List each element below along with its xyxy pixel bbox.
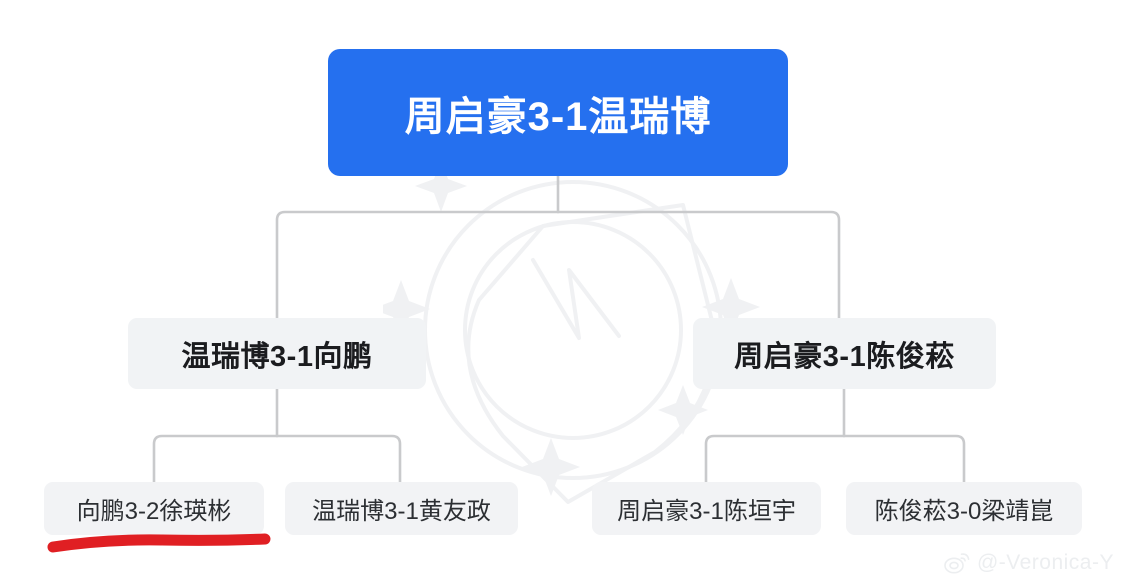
quarterfinal-4-label: 陈俊菘3-0梁靖崑 (874, 498, 1054, 525)
bracket-node-quarterfinal-1[interactable]: 向鹏3-2徐瑛彬 (44, 482, 264, 535)
weibo-handle: @-Veronica-Y (976, 551, 1114, 574)
bracket-node-semifinal-left[interactable]: 温瑞博3-1向鹏 (128, 318, 426, 389)
quarterfinal-3-label: 周启豪3-1陈垣宇 (617, 498, 796, 525)
quarterfinal-2-label: 温瑞博3-1黄友政 (312, 498, 491, 525)
semifinal-left-label: 温瑞博3-1向鹏 (181, 340, 373, 373)
bracket-node-quarterfinal-3[interactable]: 周启豪3-1陈垣宇 (592, 482, 821, 535)
bracket-node-quarterfinal-2[interactable]: 温瑞博3-1黄友政 (285, 482, 518, 535)
red-highlight-underline (47, 533, 271, 553)
weibo-watermark: @-Veronica-Y (944, 551, 1114, 575)
bracket-node-quarterfinal-4[interactable]: 陈俊菘3-0梁靖崑 (846, 482, 1082, 535)
quarterfinal-1-label: 向鹏3-2徐瑛彬 (76, 498, 232, 525)
bracket-node-champion[interactable]: 周启豪3-1温瑞博 (328, 49, 788, 176)
bracket-node-semifinal-right[interactable]: 周启豪3-1陈俊菘 (693, 318, 996, 389)
weibo-eye-icon (944, 553, 970, 574)
semifinal-right-label: 周启豪3-1陈俊菘 (734, 340, 955, 373)
champion-label: 周启豪3-1温瑞博 (404, 94, 712, 139)
